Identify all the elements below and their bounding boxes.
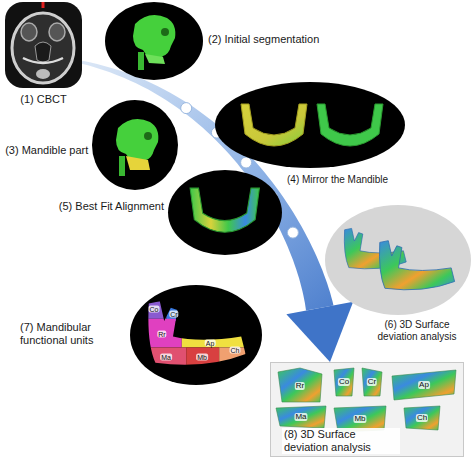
step-label: (3) Mandible part [3, 144, 90, 157]
unit-label: Cr [169, 311, 178, 318]
unit-label: Ma [294, 413, 307, 421]
unit-label: Ch [416, 414, 428, 422]
step-image: (2) Initial segmentation [105, 2, 203, 80]
unit-label: Ap [418, 381, 430, 389]
step-image: (3) Mandible part [92, 100, 178, 190]
step-image: (4) Mirror the Mandible [215, 82, 405, 168]
unit-label: Ch [230, 347, 241, 354]
deviation-image [325, 205, 471, 315]
arrow-head [286, 302, 353, 362]
step-label: (4) Mirror the Mandible [285, 174, 390, 186]
step-image: (6) 3D Surface deviation analysis [325, 205, 471, 315]
cbct-image [5, 2, 82, 88]
step-image: (7) Mandibular functional unitsRrCoCrApM… [130, 285, 262, 385]
unit-label: Co [338, 378, 350, 386]
step-image: (1) CBCT [5, 2, 82, 88]
unit-label: Co [149, 306, 160, 313]
progress-dot [241, 157, 252, 168]
unit-label: Ap [205, 340, 216, 347]
step-label: (6) 3D Surface deviation analysis [365, 319, 469, 343]
progress-dot [287, 227, 298, 238]
step-label: (2) Initial segmentation [206, 33, 321, 46]
segmentation-image [105, 2, 203, 80]
step-image: (8) 3D Surface deviation analysis Rr Co Cr A… [270, 362, 464, 457]
mirror-image [215, 82, 405, 168]
unit-label: Cr [367, 378, 377, 386]
unit-label: Mb [353, 415, 366, 423]
alignment-image [168, 170, 282, 255]
step-label: (7) Mandibular functional units [18, 321, 122, 347]
progress-dot [181, 103, 192, 114]
unit-label: Ma [160, 354, 172, 361]
mandible-part-image [92, 100, 178, 190]
step-label: (5) Best Fit Alignment [57, 200, 166, 213]
step-label: (8) 3D Surface deviation analysis [282, 428, 400, 454]
unit-label: Mb [196, 354, 208, 361]
unit-label: Rr [295, 382, 305, 390]
step-image: (5) Best Fit Alignment [168, 170, 282, 255]
functional-units-image [130, 285, 262, 385]
unit-label: Rr [157, 331, 166, 338]
step-label: (1) CBCT [5, 93, 82, 106]
